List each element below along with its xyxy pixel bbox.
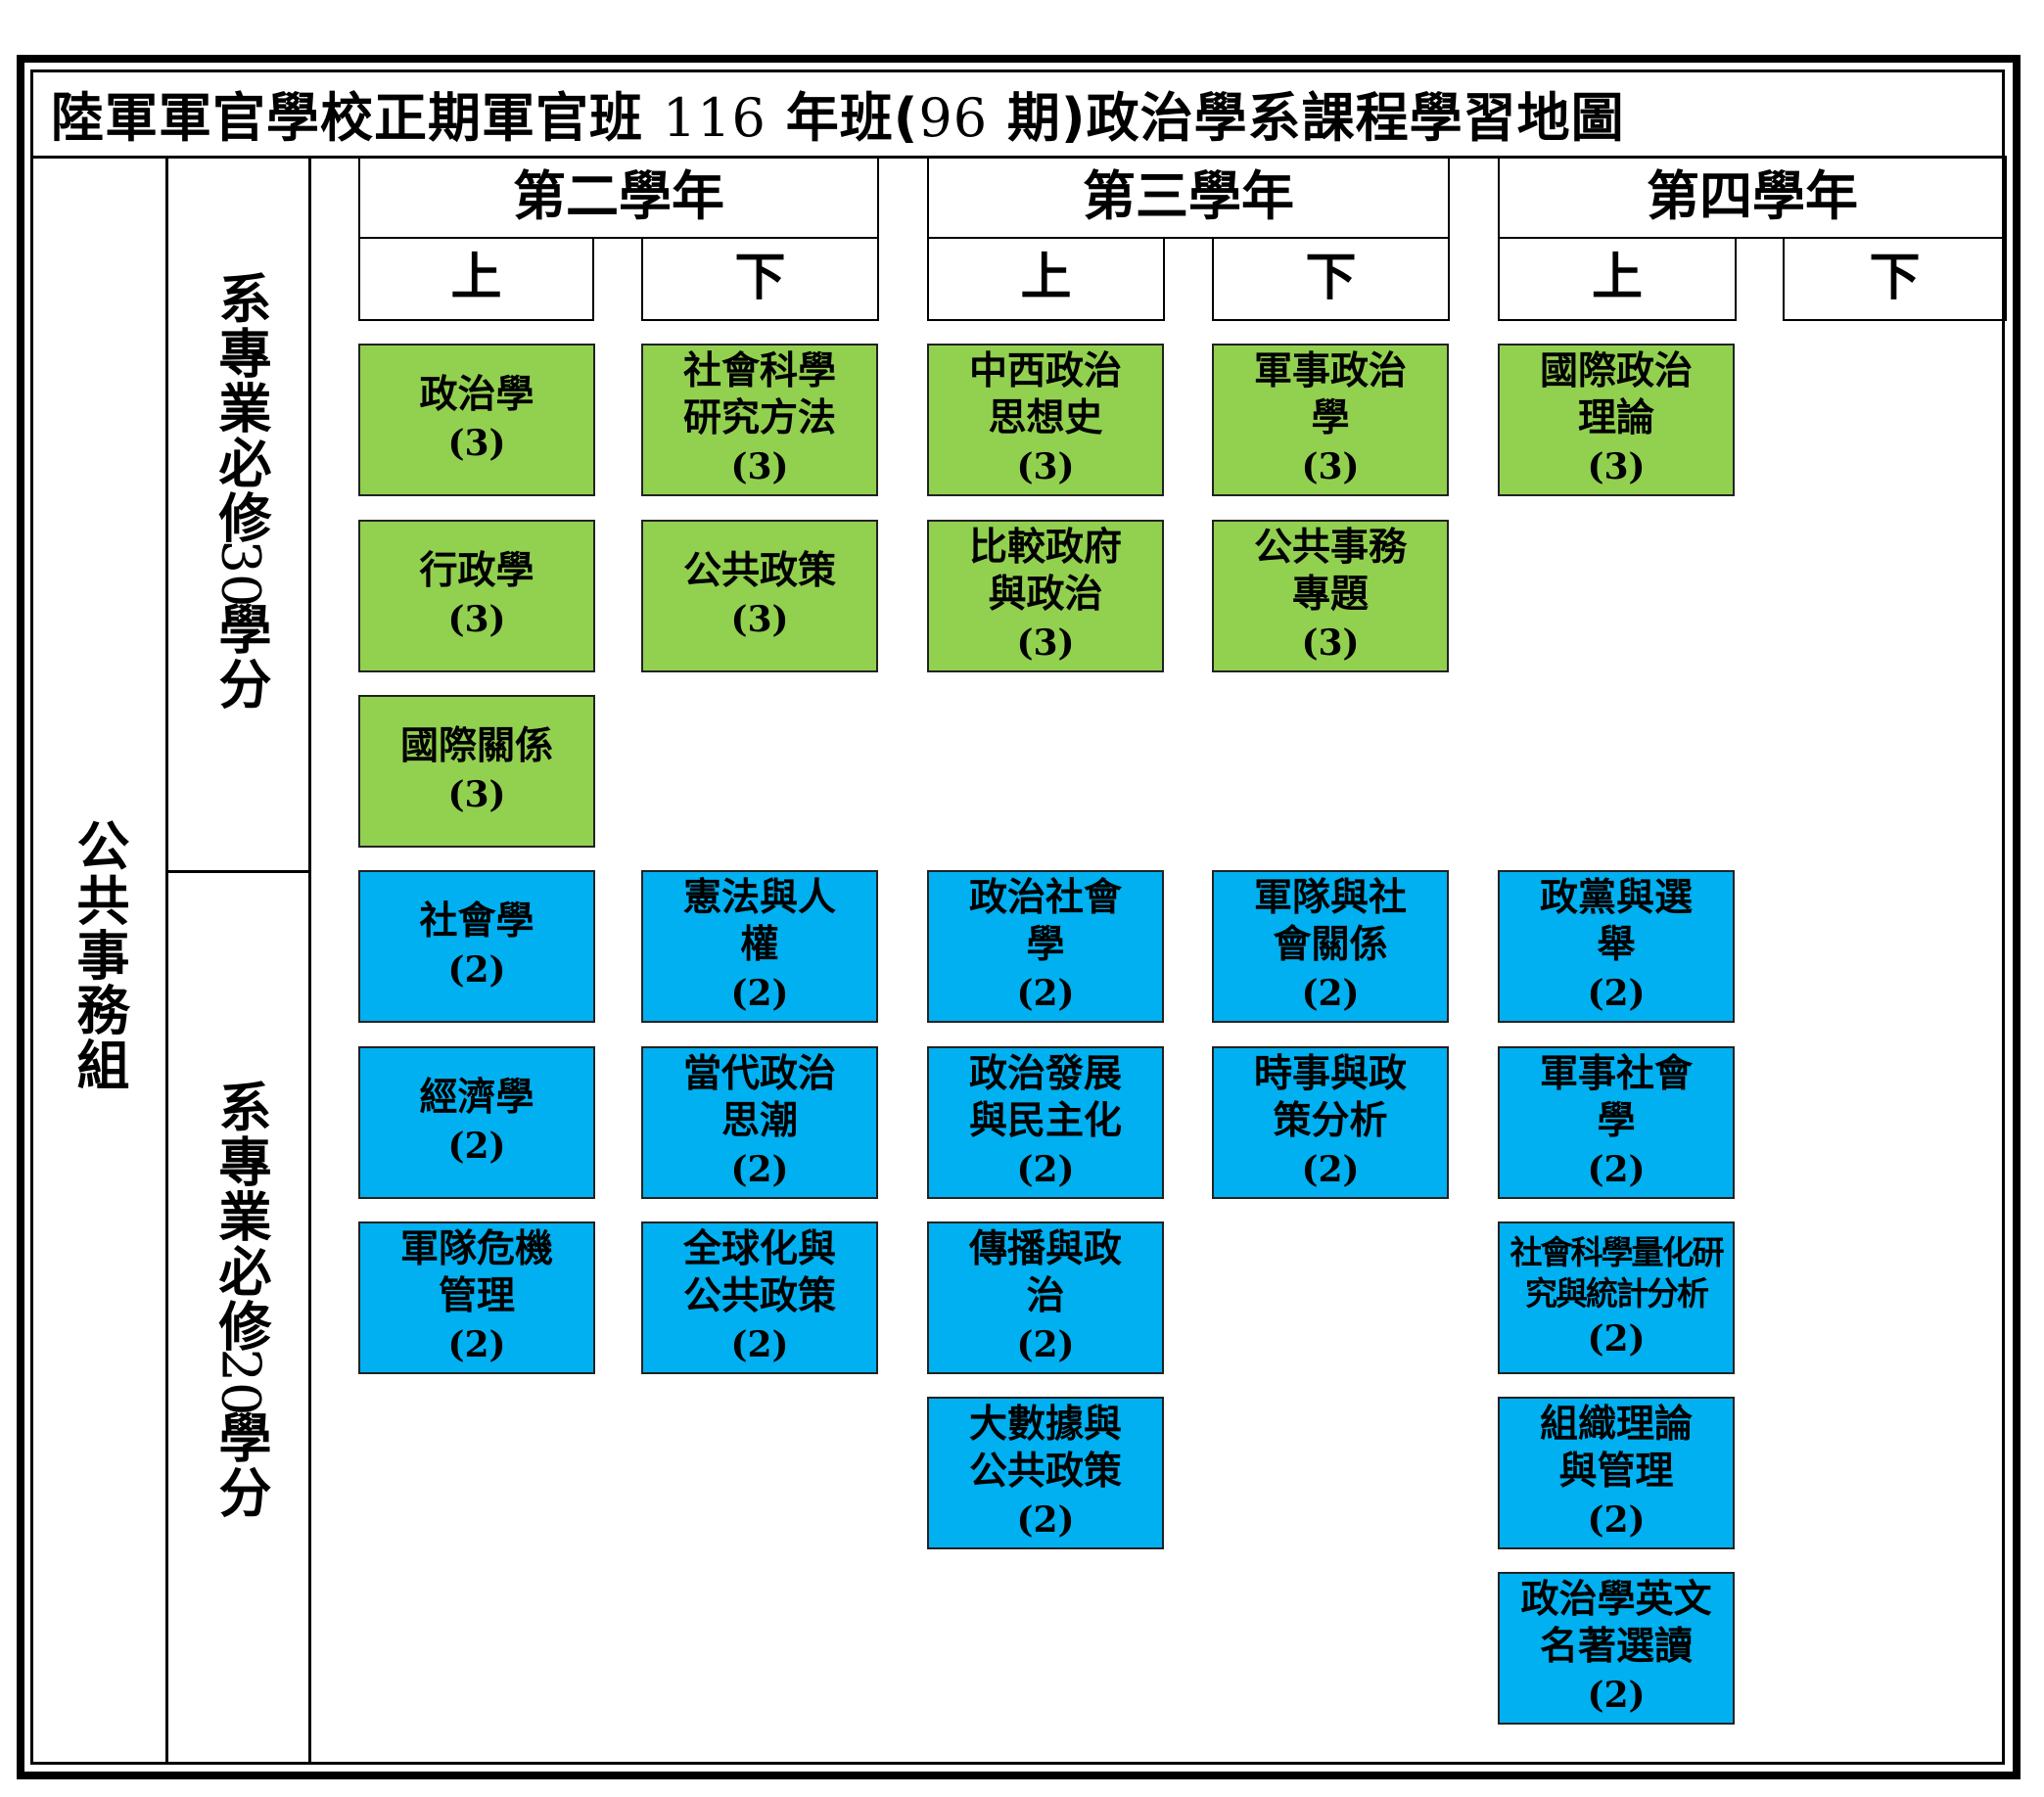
course-name: 政治社會 學 xyxy=(968,876,1122,967)
course-name: 政治學英文 名著選讀 xyxy=(1520,1578,1712,1669)
course-box: 政治社會 學 (2) xyxy=(927,870,1164,1023)
course-credit: (2) xyxy=(1587,973,1646,1014)
course-box: 憲法與人 權 (2) xyxy=(641,870,878,1023)
semester-header: 下 xyxy=(1212,237,1450,321)
course-credit: (2) xyxy=(447,1126,506,1167)
course-box: 比較政府 與政治 (3) xyxy=(927,520,1164,672)
semester-header: 上 xyxy=(1498,237,1737,321)
course-name: 當代政治 思潮 xyxy=(682,1052,836,1143)
course-box: 公共政策 (3) xyxy=(641,520,878,672)
course-credit: (3) xyxy=(730,446,789,487)
course-box: 政治發展 與民主化 (2) xyxy=(927,1046,1164,1199)
course-credit: (3) xyxy=(447,599,506,640)
section-label-required: 系專業必修 30 學分 xyxy=(209,271,271,712)
course-box: 軍隊危機 管理 (2) xyxy=(358,1221,595,1374)
course-credit: (2) xyxy=(1016,1324,1075,1365)
semester-header: 下 xyxy=(1783,237,2007,321)
course-credit: (3) xyxy=(447,423,506,464)
course-box: 國際政治 理論 (3) xyxy=(1498,344,1735,496)
course-credit: (3) xyxy=(447,774,506,815)
course-box: 大數據與 公共政策 (2) xyxy=(927,1397,1164,1549)
group-label: 公共事務組 xyxy=(68,818,129,1092)
course-credit: (2) xyxy=(1016,1499,1075,1541)
course-credit: (2) xyxy=(1587,1675,1646,1716)
course-name: 組織理論 與管理 xyxy=(1539,1403,1693,1494)
course-credit: (3) xyxy=(1016,622,1075,664)
course-box: 政黨與選 舉 (2) xyxy=(1498,870,1735,1023)
course-credit: (2) xyxy=(447,1324,506,1365)
course-name: 軍事社會 學 xyxy=(1539,1052,1693,1143)
inner-frame xyxy=(30,69,2005,1765)
course-box: 傳播與政 治 (2) xyxy=(927,1221,1164,1374)
course-name: 憲法與人 權 xyxy=(682,876,836,967)
course-name: 國際關係 xyxy=(399,724,553,768)
course-box: 政治學英文 名著選讀 (2) xyxy=(1498,1572,1735,1725)
course-credit: (2) xyxy=(1587,1499,1646,1541)
course-box: 經濟學 (2) xyxy=(358,1046,595,1199)
course-name: 時事與政 策分析 xyxy=(1253,1052,1407,1143)
course-name: 社會科學量化研 究與統計分析 xyxy=(1510,1233,1725,1313)
course-box: 社會學 (2) xyxy=(358,870,595,1023)
course-name: 軍隊危機 管理 xyxy=(399,1227,553,1318)
course-box: 軍隊與社 會關係 (2) xyxy=(1212,870,1449,1023)
course-credit: (3) xyxy=(1587,446,1646,487)
course-name: 公共事務 專題 xyxy=(1253,526,1407,617)
course-credit: (2) xyxy=(1301,973,1360,1014)
course-credit: (2) xyxy=(1016,1149,1075,1190)
course-box: 社會科學量化研 究與統計分析 (2) xyxy=(1498,1221,1735,1374)
course-credit: (2) xyxy=(1587,1318,1646,1359)
course-box: 全球化與 公共政策 (2) xyxy=(641,1221,878,1374)
section-label-elective: 系專業必修 20 學分 xyxy=(209,1080,271,1520)
course-name: 政治學 xyxy=(419,373,534,417)
course-credit: (2) xyxy=(730,1149,789,1190)
course-name: 國際政治 理論 xyxy=(1539,349,1693,440)
course-box: 公共事務 專題 (3) xyxy=(1212,520,1449,672)
course-credit: (2) xyxy=(730,1324,789,1365)
course-box: 時事與政 策分析 (2) xyxy=(1212,1046,1449,1199)
course-box: 行政學 (3) xyxy=(358,520,595,672)
year-header-2: 第二學年 xyxy=(358,156,879,239)
section-divider xyxy=(165,870,310,873)
course-name: 政黨與選 舉 xyxy=(1539,876,1693,967)
course-name: 行政學 xyxy=(419,549,534,593)
course-name: 比較政府 與政治 xyxy=(968,526,1122,617)
outer-frame xyxy=(17,55,2021,1779)
course-credit: (2) xyxy=(1587,1149,1646,1190)
course-name: 經濟學 xyxy=(419,1076,534,1120)
course-credit: (2) xyxy=(1016,973,1075,1014)
course-name: 軍隊與社 會關係 xyxy=(1253,876,1407,967)
course-name: 軍事政治 學 xyxy=(1253,349,1407,440)
course-box: 政治學 (3) xyxy=(358,344,595,496)
course-name: 社會科學 研究方法 xyxy=(682,349,836,440)
course-box: 軍事社會 學 (2) xyxy=(1498,1046,1735,1199)
semester-header: 下 xyxy=(641,237,879,321)
course-box: 中西政治 思想史 (3) xyxy=(927,344,1164,496)
course-box: 社會科學 研究方法 (3) xyxy=(641,344,878,496)
course-name: 政治發展 與民主化 xyxy=(968,1052,1122,1143)
year-header-3: 第三學年 xyxy=(927,156,1450,239)
course-credit: (3) xyxy=(1016,446,1075,487)
course-name: 社會學 xyxy=(419,899,534,944)
semester-header: 上 xyxy=(927,237,1165,321)
course-name: 全球化與 公共政策 xyxy=(682,1227,836,1318)
course-box: 軍事政治 學 (3) xyxy=(1212,344,1449,496)
course-name: 大數據與 公共政策 xyxy=(968,1403,1122,1494)
year-header-4: 第四學年 xyxy=(1498,156,2007,239)
course-box: 國際關係 (3) xyxy=(358,695,595,848)
course-box: 組織理論 與管理 (2) xyxy=(1498,1397,1735,1549)
course-name: 中西政治 思想史 xyxy=(968,349,1122,440)
course-credit: (3) xyxy=(1301,446,1360,487)
semester-header: 上 xyxy=(358,237,594,321)
course-credit: (2) xyxy=(447,949,506,991)
course-credit: (3) xyxy=(730,599,789,640)
course-box: 當代政治 思潮 (2) xyxy=(641,1046,878,1199)
page-title: 陸軍軍官學校正期軍官班 116 年班(96 期)政治學系課程學習地圖 xyxy=(51,87,1625,149)
course-name: 公共政策 xyxy=(682,549,836,593)
section-column-divider xyxy=(308,156,311,1764)
course-credit: (2) xyxy=(730,973,789,1014)
group-column-divider xyxy=(165,156,168,1764)
course-credit: (3) xyxy=(1301,622,1360,664)
course-credit: (2) xyxy=(1301,1149,1360,1190)
course-name: 傳播與政 治 xyxy=(968,1227,1122,1318)
